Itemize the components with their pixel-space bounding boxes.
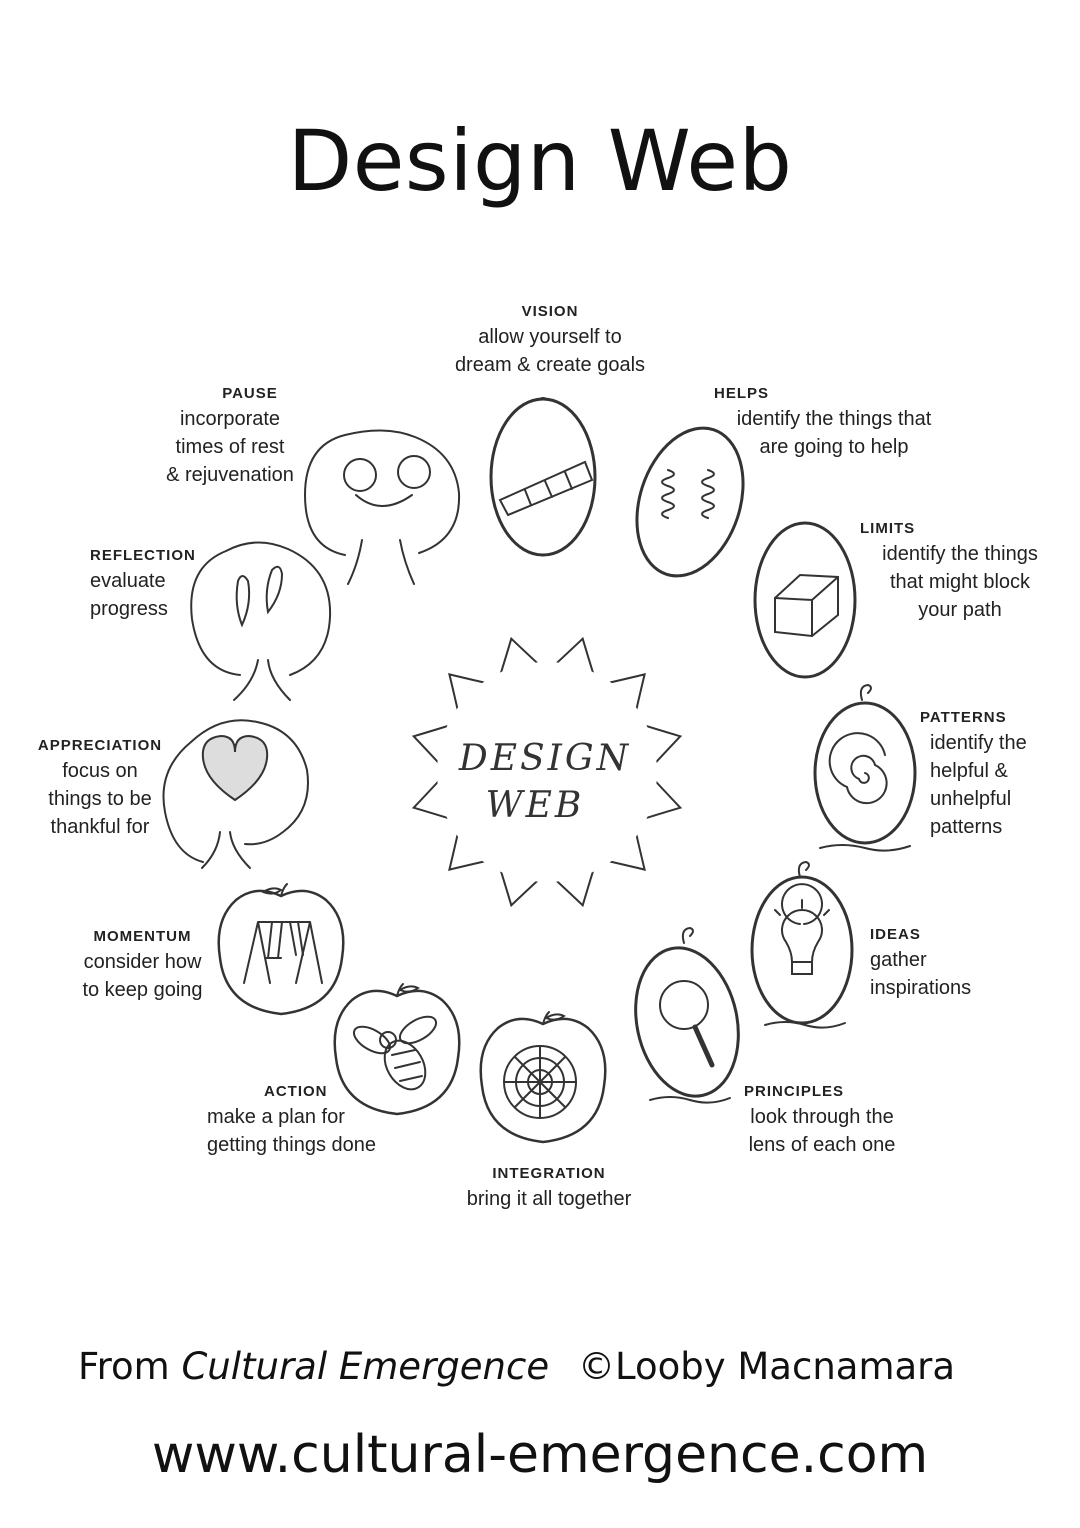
bee-icon [333,983,461,1116]
principles-description: look through the lens of each one [748,1106,896,1156]
element-principles: PRINCIPLES look through the lens of each… [722,1083,922,1159]
center-label-line1: DESIGN [458,738,631,779]
reflection-heading: REFLECTION [90,547,196,564]
source-prefix: From [78,1345,170,1388]
pause-heading: PAUSE [222,385,278,402]
element-integration: INTEGRATION bring it all together [430,1165,668,1213]
footprints-tree-icon [190,541,332,701]
page-title: Design Web [287,112,793,210]
website-link[interactable]: www.cultural-emergence.com [151,1425,929,1485]
ideas-description: gather inspirations [870,949,972,999]
momentum-heading: MOMENTUM [93,928,192,945]
element-vision: VISION allow yourself to dream & create … [430,303,670,379]
element-limits: LIMITS identify the things that might bl… [860,520,1060,624]
patterns-description: identify the helpful & unhelpful pattern… [930,732,1027,838]
integration-description: bring it all together [466,1188,632,1210]
swing-set-icon [217,883,345,1016]
book-title: Cultural Emergence [181,1345,550,1388]
lightbulb-icon [750,860,854,1029]
limits-description: identify the things that might block you… [882,543,1038,621]
element-patterns: PATTERNS identify the helpful & unhelpfu… [920,709,1060,841]
springs-icon [635,426,745,578]
vision-description: allow yourself to dream & create goals [454,326,646,376]
spiral-icon [813,683,917,852]
integration-heading: INTEGRATION [492,1165,606,1182]
action-description: make a plan for getting things done [207,1106,377,1156]
heart-tree-icon [162,719,309,869]
element-helps: HELPS identify the things that are going… [714,385,954,461]
pause-description: incorporate times of rest & rejuvenation [166,408,294,486]
central-flower: DESIGN WEB [411,636,683,908]
spider-web-icon [479,1011,607,1144]
limits-heading: LIMITS [860,520,916,537]
magnifying-glass-icon [634,926,740,1104]
principles-heading: PRINCIPLES [744,1083,845,1100]
cube-icon [753,521,857,679]
telescope-icon [489,397,597,557]
appreciation-heading: APPRECIATION [37,737,163,754]
element-reflection: REFLECTION evaluate progress [90,547,220,623]
ideas-heading: IDEAS [870,926,921,943]
hammock-tree-icon [303,429,461,585]
copyright: ©Looby Macnamara [578,1345,956,1388]
patterns-heading: PATTERNS [920,709,1007,726]
element-ideas: IDEAS gather inspirations [870,926,1030,1002]
momentum-description: consider how to keep going [82,951,203,1001]
source-credit: From Cultural Emergence [78,1345,549,1388]
appreciation-description: focus on things to be thankful for [48,760,152,838]
action-heading: ACTION [264,1083,328,1100]
helps-heading: HELPS [714,385,770,402]
element-action: ACTION make a plan for getting things do… [207,1083,427,1159]
element-pause: PAUSE incorporate times of rest & rejuve… [140,385,320,489]
center-label-line2: WEB [486,785,585,826]
element-appreciation: APPRECIATION focus on things to be thank… [30,737,170,841]
helps-description: identify the things that are going to he… [736,408,932,458]
vision-heading: VISION [521,303,579,320]
reflection-description: evaluate progress [90,570,168,620]
element-momentum: MOMENTUM consider how to keep going [70,928,215,1004]
